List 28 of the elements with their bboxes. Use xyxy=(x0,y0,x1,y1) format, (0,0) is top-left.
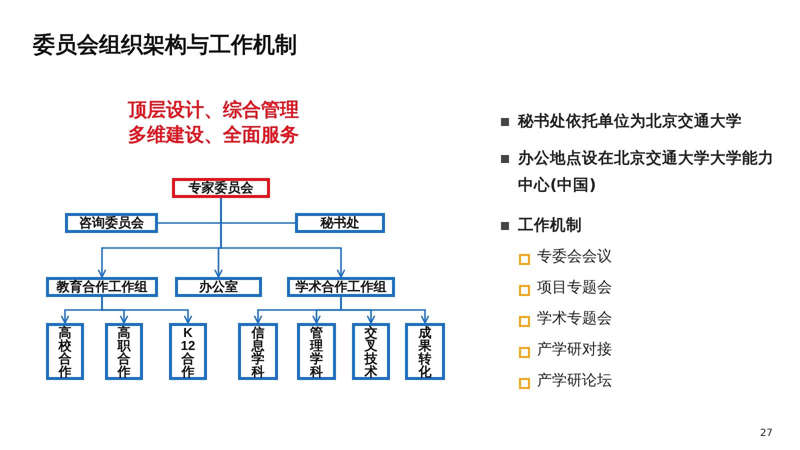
group-box: 管理学科 xyxy=(297,323,336,380)
bullet-text: 项目专题会 xyxy=(537,278,612,297)
org-box: 咨询委员会 xyxy=(65,213,158,233)
group-box: 交叉技术 xyxy=(352,323,390,380)
org-box: 办公室 xyxy=(175,277,262,297)
bullet-text: 产学研对接 xyxy=(537,340,612,359)
org-box: 专家委员会 xyxy=(172,178,270,198)
group-box: 高校合作 xyxy=(46,323,84,380)
arrow xyxy=(340,297,430,324)
page-number: 27 xyxy=(760,428,773,439)
org-box: 学术合作工作组 xyxy=(287,277,395,297)
arrow xyxy=(220,198,346,278)
bullet-text: 产学研论坛 xyxy=(537,371,612,390)
bullet-text: 秘书处依托单位为北京交通大学 xyxy=(518,111,743,132)
slogan-text: 多维建设、全面服务 xyxy=(128,123,299,148)
org-box: 教育合作工作组 xyxy=(46,277,158,297)
group-box: 成果转化 xyxy=(405,323,445,380)
group-box: 信息学科 xyxy=(238,323,278,380)
bullet-text: 办公地点设在北京交通大学大学能力中心(中国) xyxy=(518,148,775,196)
org-box: 秘书处 xyxy=(295,213,385,233)
bullet-text: 工作机制 xyxy=(518,215,583,236)
group-box: 高职合作 xyxy=(105,323,143,380)
slogan-text: 顶层设计、综合管理 xyxy=(128,98,299,123)
bullet-text: 专委会会议 xyxy=(537,247,612,266)
group-box: K12合作 xyxy=(169,323,207,380)
slide-title: 委员会组织架构与工作机制 xyxy=(33,32,297,60)
bullet-text: 学术专题会 xyxy=(537,309,612,328)
arrow xyxy=(101,297,192,324)
